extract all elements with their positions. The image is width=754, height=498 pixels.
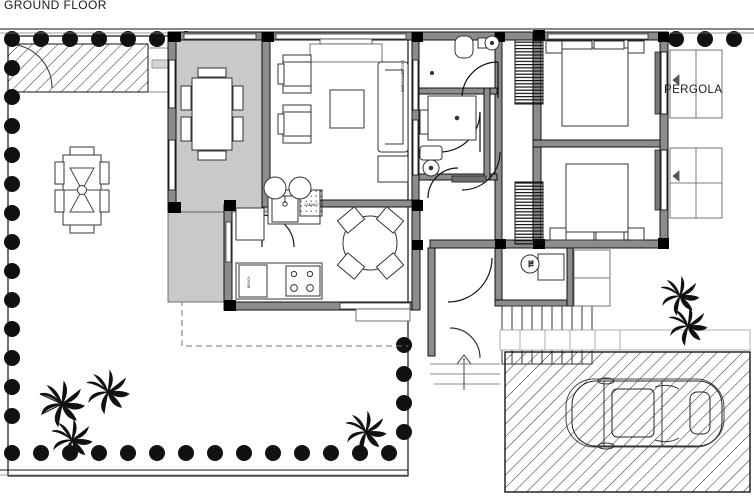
- entrance-steps: [430, 363, 500, 385]
- fridge: BENCH: [238, 264, 268, 298]
- glazing-openings: [168, 33, 668, 322]
- sofa-label: SOFA / LOUNGE: [400, 60, 405, 92]
- entry-direction-arrow: [456, 354, 472, 390]
- coffee-table: [329, 89, 365, 129]
- page-title: GROUND FLOOR: [4, 0, 107, 12]
- svg-text:TE: TE: [529, 260, 535, 267]
- dining-table-6: [180, 67, 244, 161]
- svg-text:CABINET: CABINET: [304, 203, 319, 207]
- double-bed-upper: [545, 40, 645, 127]
- double-bed-lower: [549, 163, 645, 241]
- front-paving-area: [7, 43, 149, 93]
- door-swings: [261, 61, 501, 359]
- cooktop-4-burner: [285, 265, 321, 297]
- garden-table-6: [54, 146, 110, 234]
- wardrobe-upper: [514, 39, 544, 105]
- bathroom-lower-fixtures: [419, 95, 487, 183]
- range-hood-circles: [263, 176, 312, 200]
- palm-plant-icons: [39, 275, 708, 461]
- pergola-label: PERGOLA: [664, 84, 723, 96]
- round-table-4: [336, 206, 405, 280]
- wardrobe-lower: [514, 181, 544, 245]
- kitchen-sink: [271, 195, 299, 223]
- carport-area: [499, 329, 751, 493]
- svg-text:BENCH: BENCH: [247, 276, 251, 288]
- tv-cabinet: [377, 155, 409, 183]
- sofa: [377, 61, 409, 153]
- pergola-structure: [669, 49, 723, 219]
- armchair-b: [277, 104, 312, 144]
- parasol-icon: [58, 167, 106, 213]
- laundry-fixtures: TE: [520, 253, 565, 281]
- bathroom-upper-fixtures: [429, 35, 500, 76]
- parked-car: [565, 377, 725, 450]
- armchair-a: [277, 54, 312, 94]
